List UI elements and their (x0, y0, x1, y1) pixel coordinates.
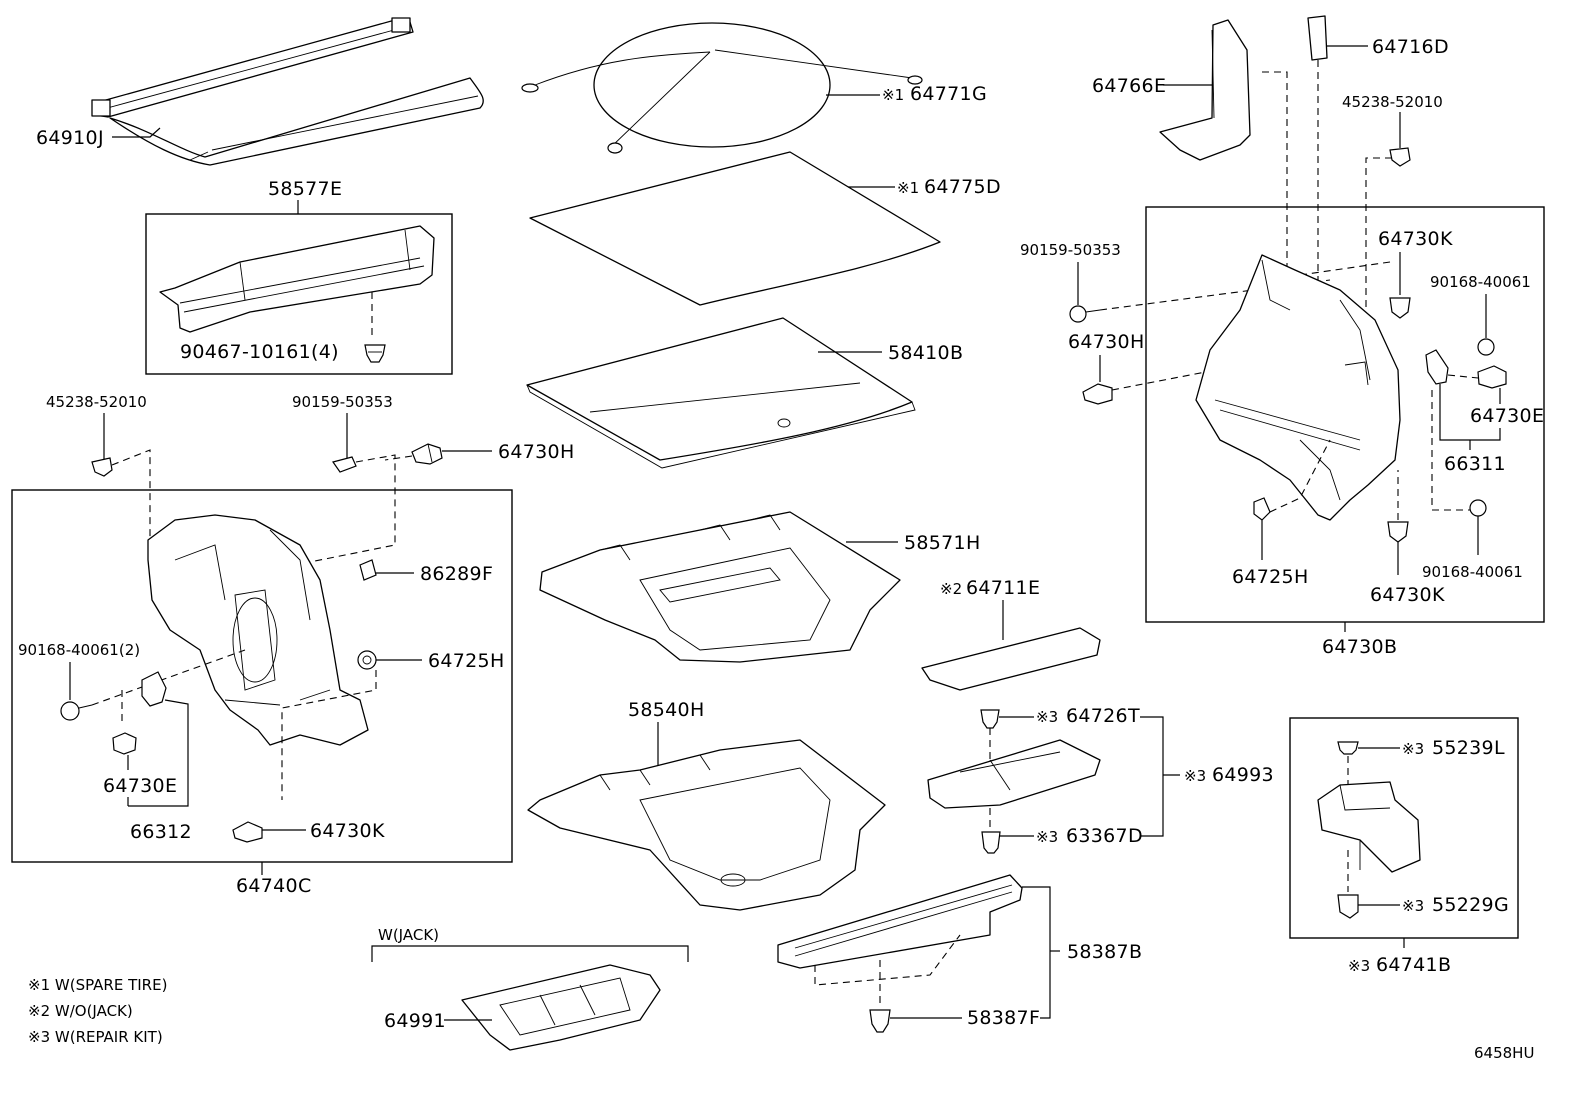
label-90168-40061-2: 90168-40061(2) (18, 641, 140, 659)
right-side-trim-part (1195, 254, 1401, 521)
mark-2-64711E: ※2 (940, 580, 962, 598)
mark-3-64741B: ※3 (1348, 957, 1370, 975)
label-86289F: 86289F (420, 563, 493, 585)
label-64741B: 64741B (1376, 954, 1451, 976)
label-64771G: 64771G (910, 83, 987, 105)
label-90159-50353-right: 90159-50353 (1020, 241, 1121, 259)
clip-45238-52010-left (91, 457, 113, 477)
tonneau-cover-part (91, 17, 484, 166)
label-64730H-right: 64730H (1068, 331, 1145, 353)
luggage-floor-base-part (527, 739, 886, 911)
clip-64730E-left (112, 732, 137, 755)
clip-55239L (1337, 741, 1359, 755)
label-66312: 66312 (130, 821, 192, 843)
label-64730B: 64730B (1322, 636, 1397, 658)
screw-90168-40061-right-bottom (1469, 499, 1487, 517)
note-1: ※1 W(SPARE TIRE) (28, 976, 167, 994)
mark-3-64993: ※3 (1184, 767, 1206, 785)
clip-64730K-right-bottom (1387, 521, 1409, 543)
label-64725H-left: 64725H (428, 650, 505, 672)
label-64716D: 64716D (1372, 36, 1449, 58)
label-64766E: 64766E (1092, 75, 1166, 97)
screw-90168-40061-left (60, 701, 93, 721)
label-55239L: 55239L (1432, 737, 1505, 759)
clip-64725H-left (357, 650, 377, 670)
label-64730K-left: 64730K (310, 820, 385, 842)
label-58540H: 58540H (628, 699, 705, 721)
clip-63367D (981, 831, 1001, 854)
label-55229G: 55229G (1432, 894, 1509, 916)
label-45238-52010-left: 45238-52010 (46, 393, 147, 411)
screw-90159-50353-left (332, 456, 357, 473)
mark-3-63367D: ※3 (1036, 828, 1058, 846)
mark-1-64775D: ※1 (897, 179, 919, 197)
clip-64730K-left (232, 821, 263, 843)
label-90168-40061-right-top: 90168-40061 (1430, 273, 1531, 291)
left-side-trim-part (147, 514, 369, 746)
figure-code: 6458HU (1474, 1044, 1534, 1062)
mark-3-55229G: ※3 (1402, 897, 1424, 915)
label-64730K-right-top: 64730K (1378, 228, 1453, 250)
label-58410B: 58410B (888, 342, 963, 364)
clip-55229G (1337, 894, 1359, 919)
cover-64716D-part (1307, 15, 1328, 61)
mark-1-64771G: ※1 (882, 86, 904, 104)
clip-64730H-left (411, 443, 443, 465)
label-64711E: 64711E (966, 577, 1040, 599)
clip-64730H-right (1082, 383, 1113, 405)
label-66311: 66311 (1444, 453, 1506, 475)
clip-64726T (980, 709, 1000, 729)
screw-90159-50353-right (1069, 305, 1101, 323)
bracket-66312 (141, 671, 167, 707)
clip-90467-10161 (364, 344, 386, 363)
label-45238-52010-right: 45238-52010 (1342, 93, 1443, 111)
repair-kit-box-part (1317, 781, 1421, 873)
label-64740C: 64740C (236, 875, 312, 897)
label-64725H-right: 64725H (1232, 566, 1309, 588)
floor-cover-sheet-part (529, 151, 941, 306)
trim-panel-64766E-part (1159, 19, 1251, 161)
note-2: ※2 W/O(JACK) (28, 1002, 133, 1020)
label-64730E-left: 64730E (103, 775, 177, 797)
clip-86289F (359, 559, 377, 581)
label-58387F: 58387F (967, 1007, 1040, 1029)
label-64775D: 64775D (924, 176, 1001, 198)
jack-tray-part (461, 964, 661, 1051)
mark-3-64726T: ※3 (1036, 708, 1058, 726)
label-58571H: 58571H (904, 532, 981, 554)
label-64730E-right: 64730E (1470, 405, 1544, 427)
clip-45238-52010-right (1389, 147, 1411, 167)
label-90159-50353-left: 90159-50353 (292, 393, 393, 411)
label-64726T: 64726T (1066, 705, 1140, 727)
clip-64730E-right (1477, 365, 1507, 389)
note-3: ※3 W(REPAIR KIT) (28, 1028, 163, 1046)
bracket-66311 (1425, 349, 1449, 385)
label-58387B: 58387B (1067, 941, 1142, 963)
label-64730H-left: 64730H (498, 441, 575, 463)
label-64730K-right-bottom: 64730K (1370, 584, 1445, 606)
label-w-jack: W(JACK) (378, 926, 439, 944)
label-64910J: 64910J (36, 127, 104, 149)
clip-64725H-right (1253, 497, 1271, 521)
clip-64730K-right-top (1389, 297, 1411, 319)
jack-cover-part (921, 627, 1101, 691)
repair-kit-tray-part (927, 739, 1101, 809)
label-64991: 64991 (384, 1010, 446, 1032)
label-90467-10161: 90467-10161(4) (180, 341, 339, 363)
spare-tire-cover-part (521, 22, 923, 154)
mark-3-55239L: ※3 (1402, 740, 1424, 758)
label-90168-40061-right-bottom: 90168-40061 (1422, 563, 1523, 581)
luggage-floor-box-part (539, 511, 901, 663)
screw-90168-40061-right-top (1477, 338, 1495, 356)
deck-trim-cover-part (159, 225, 435, 333)
label-64993: 64993 (1212, 764, 1274, 786)
clip-58387F (869, 1009, 891, 1033)
label-58577E: 58577E (268, 178, 342, 200)
luggage-floor-board-part (526, 317, 916, 469)
label-63367D: 63367D (1066, 825, 1143, 847)
rear-floor-scuff-plate-part (777, 874, 1023, 969)
group-box-58577E (145, 213, 453, 375)
